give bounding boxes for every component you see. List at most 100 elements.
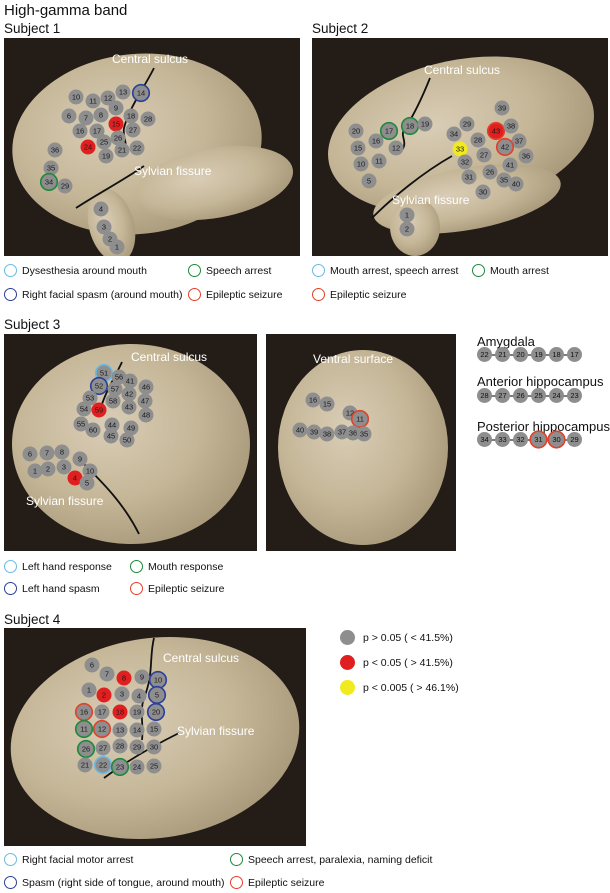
electrode-20: 20 bbox=[148, 704, 164, 720]
electrode-5: 5 bbox=[79, 475, 95, 491]
electrode-7: 7 bbox=[78, 110, 94, 126]
electrode-40: 40 bbox=[508, 176, 524, 192]
chain-connector bbox=[483, 395, 573, 397]
electrode-6: 6 bbox=[84, 657, 100, 673]
electrode-3: 3 bbox=[96, 219, 112, 235]
green-ring-icon bbox=[230, 853, 243, 866]
subject1-legend-item: Epileptic seizure bbox=[188, 288, 282, 301]
electrode-52: 52 bbox=[91, 378, 107, 394]
electrode-27: 27 bbox=[476, 147, 492, 163]
subject2-legend-item: Mouth arrest bbox=[472, 264, 549, 277]
electrode-11: 11 bbox=[371, 153, 387, 169]
electrode-7: 7 bbox=[99, 666, 115, 682]
electrode-10: 10 bbox=[82, 463, 98, 479]
electrode-5: 5 bbox=[149, 687, 165, 703]
electrode-12: 12 bbox=[388, 140, 404, 156]
electrode-22: 22 bbox=[129, 140, 145, 156]
electrode-10: 10 bbox=[353, 156, 369, 172]
electrode-50: 50 bbox=[119, 432, 135, 448]
electrode-31: 31 bbox=[461, 169, 477, 185]
electrode-34: 34 bbox=[41, 174, 57, 190]
sylvian-fissure-line bbox=[75, 165, 145, 209]
sylvian-fissure-line bbox=[371, 155, 453, 219]
electrode-23: 23 bbox=[112, 759, 128, 775]
electrode-55: 55 bbox=[73, 416, 89, 432]
electrode-13: 13 bbox=[115, 84, 131, 100]
subject4-sylvian-fissure-label: Sylvian fissure bbox=[177, 724, 255, 738]
electrode-10: 10 bbox=[150, 672, 166, 688]
electrode-58: 58 bbox=[105, 393, 121, 409]
electrode-13: 13 bbox=[112, 722, 128, 738]
electrode-21: 21 bbox=[77, 757, 93, 773]
electrode-28: 28 bbox=[140, 111, 156, 127]
electrode-18: 18 bbox=[123, 108, 139, 124]
electrode-30: 30 bbox=[146, 739, 162, 755]
electrode-27: 27 bbox=[125, 122, 141, 138]
electrode-17: 17 bbox=[94, 704, 110, 720]
figure-title: High-gamma band bbox=[4, 2, 128, 19]
electrode-25: 25 bbox=[96, 134, 112, 150]
electrode-29: 29 bbox=[129, 739, 145, 755]
electrode-15: 15 bbox=[146, 721, 162, 737]
electrode-6: 6 bbox=[61, 108, 77, 124]
subject4-legend-item: Right facial motor arrest bbox=[4, 853, 133, 866]
electrode-32: 32 bbox=[457, 154, 473, 170]
subject3-label: Subject 3 bbox=[4, 317, 61, 332]
electrode-26: 26 bbox=[482, 164, 498, 180]
electrode-48: 48 bbox=[138, 407, 154, 423]
light-blue-ring-icon bbox=[312, 264, 325, 277]
red-ring-icon bbox=[230, 876, 243, 889]
p-key-item: p > 0.05 ( < 41.5%) bbox=[340, 630, 453, 645]
subject3-legend-item: Mouth response bbox=[130, 560, 223, 573]
electrode-16: 16 bbox=[305, 392, 321, 408]
subject1-central-sulcus-label: Central sulcus bbox=[112, 52, 189, 66]
green-ring-icon bbox=[130, 560, 143, 573]
electrode-42: 42 bbox=[497, 139, 513, 155]
depth-electrode-34: 34 bbox=[477, 432, 492, 447]
subject3-ventral-surface-label: Ventral surface bbox=[313, 352, 394, 366]
electrode-17: 17 bbox=[381, 123, 397, 139]
electrode-18: 18 bbox=[112, 704, 128, 720]
subject1-legend-item: Dysesthesia around mouth bbox=[4, 264, 147, 277]
electrode-16: 16 bbox=[76, 704, 92, 720]
electrode-41: 41 bbox=[502, 157, 518, 173]
electrode-57: 57 bbox=[107, 381, 123, 397]
electrode-15: 15 bbox=[319, 396, 335, 412]
electrode-21: 21 bbox=[114, 142, 130, 158]
electrode-42: 42 bbox=[121, 386, 137, 402]
electrode-30: 30 bbox=[475, 184, 491, 200]
electrode-3: 3 bbox=[114, 686, 130, 702]
sylvian-fissure-line bbox=[103, 732, 180, 779]
electrode-35: 35 bbox=[43, 160, 59, 176]
electrode-14: 14 bbox=[129, 722, 145, 738]
subject1-legend-item: Speech arrest bbox=[188, 264, 271, 277]
electrode-2: 2 bbox=[40, 461, 56, 477]
subject3-sylvian-fissure-label: Sylvian fissure bbox=[26, 494, 104, 508]
electrode-36: 36 bbox=[518, 148, 534, 164]
subject4-legend-item: Epileptic seizure bbox=[230, 876, 324, 889]
posterior-hippocampus-title: Posterior hippocampus bbox=[477, 419, 610, 434]
subject4-legend-item: Speech arrest, paralexia, naming deficit bbox=[230, 853, 432, 866]
electrode-33: 33 bbox=[452, 141, 468, 157]
depth-electrode-20: 20 bbox=[513, 347, 528, 362]
electrode-26: 26 bbox=[110, 130, 126, 146]
amygdala-title: Amygdala bbox=[477, 334, 535, 349]
electrode-43: 43 bbox=[121, 399, 137, 415]
subject2-sylvian-fissure-label: Sylvian fissure bbox=[392, 193, 470, 207]
electrode-9: 9 bbox=[108, 100, 124, 116]
electrode-3: 3 bbox=[56, 459, 72, 475]
electrode-16: 16 bbox=[72, 123, 88, 139]
electrode-9: 9 bbox=[134, 669, 150, 685]
subject2-temporal-pole bbox=[390, 198, 440, 256]
chain-connector bbox=[483, 354, 573, 356]
electrode-12: 12 bbox=[94, 721, 110, 737]
electrode-11: 11 bbox=[85, 93, 101, 109]
green-ring-icon bbox=[188, 264, 201, 277]
electrode-15: 15 bbox=[350, 140, 366, 156]
electrode-46: 46 bbox=[138, 379, 154, 395]
red-ring-icon bbox=[312, 288, 325, 301]
electrode-39: 39 bbox=[306, 424, 322, 440]
central-sulcus-line bbox=[401, 77, 431, 151]
electrode-49: 49 bbox=[123, 420, 139, 436]
electrode-54: 54 bbox=[76, 401, 92, 417]
